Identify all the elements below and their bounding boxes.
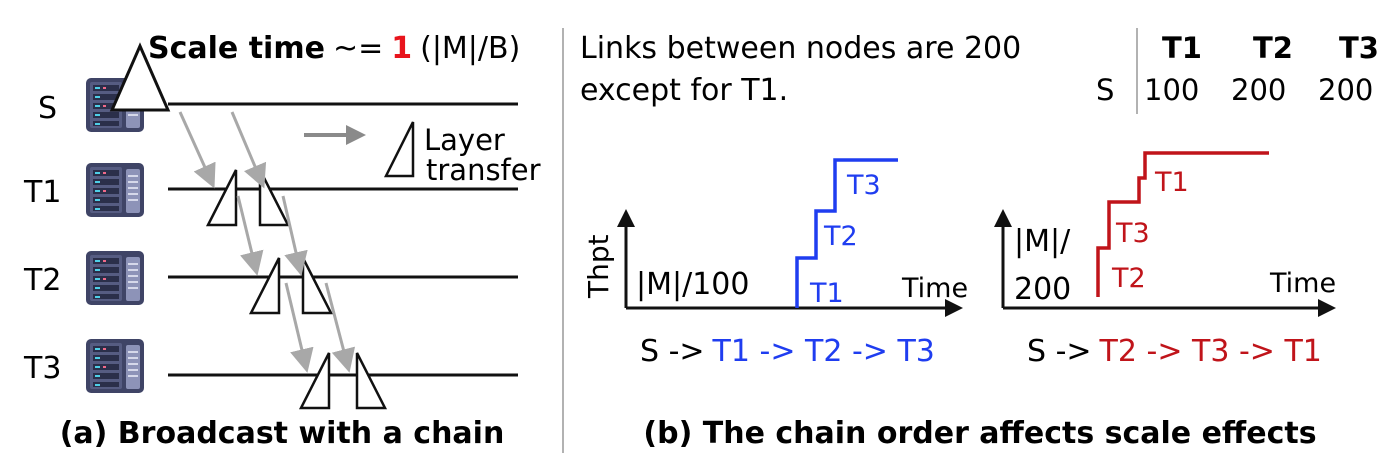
chart-right: Time |M|/ 200 T2 T3 T1 S ->T2 -> T3 -> T… — [994, 151, 1336, 369]
layer-triangle — [258, 169, 291, 227]
caption-b: (b) The chain order affects scale effect… — [643, 416, 1316, 451]
chart-left-ylabel: Thpt — [582, 234, 615, 299]
link-table-header: T1 — [1162, 31, 1202, 65]
chart-left-step-label: T2 — [823, 221, 858, 252]
scale-time-text: Scale time~=1(|M|/B) — [148, 31, 520, 66]
layer-triangle — [248, 257, 281, 315]
transfer-arrow — [230, 111, 267, 189]
server-icon-t3 — [86, 339, 144, 393]
scale-time-approx: ~= — [333, 31, 383, 66]
chart-left-order: S ->T1 -> T2 -> T3 — [640, 334, 935, 369]
transfer-arrow — [324, 282, 356, 373]
legend-layer-triangle — [383, 121, 415, 178]
server-icon-t2 — [86, 251, 144, 305]
node-label-t1: T1 — [23, 175, 61, 210]
chart-right-order-chain: T2 -> T3 -> T1 — [1099, 334, 1322, 369]
links-note-line1: Links between nodes are 200 — [580, 31, 1021, 66]
chart-left-order-prefix: S -> — [640, 334, 705, 369]
scale-time-unit: (|M|/B) — [420, 31, 520, 66]
chart-right-order-prefix: S -> — [1027, 334, 1092, 369]
chart-right-base-label-2: 200 — [1014, 272, 1071, 307]
chart-left-step-line — [795, 158, 898, 308]
caption-a: (a) Broadcast with a chain — [60, 416, 505, 451]
chart-right-order: S ->T2 -> T3 -> T1 — [1027, 334, 1322, 369]
model-triangle-s — [109, 42, 171, 112]
link-table-row-label: S — [1096, 73, 1114, 107]
scale-time-value: 1 — [391, 31, 412, 66]
transfer-arrow — [281, 195, 308, 276]
chart-right-base-label-1: |M|/ — [1014, 224, 1071, 259]
transfer-arrow — [178, 111, 216, 189]
layer-triangle — [301, 257, 334, 315]
node-label-t2: T2 — [23, 263, 61, 298]
link-table-cell: 200 — [1231, 73, 1286, 107]
link-table-header: T2 — [1253, 31, 1293, 65]
chart-right-step-label: T2 — [1111, 263, 1146, 294]
chart-left-order-chain: T1 -> T2 -> T3 — [712, 334, 935, 369]
server-icon-t1 — [86, 163, 144, 217]
links-note-line2: except for T1. — [580, 73, 788, 108]
chart-left-step-label: T3 — [846, 170, 881, 201]
link-table-cell: 100 — [1144, 73, 1199, 107]
transfer-arrow — [236, 195, 264, 276]
layer-triangle — [205, 169, 238, 227]
legend-line2: transfer — [426, 153, 541, 187]
scale-time-bold: Scale time — [148, 31, 325, 66]
link-table-header: T3 — [1339, 31, 1379, 65]
chart-left-step-label: T1 — [809, 278, 844, 309]
legend-line1: Layer — [424, 123, 505, 157]
chart-right-step-label: T3 — [1115, 218, 1150, 249]
chart-left-xlabel: Time — [901, 273, 968, 304]
transfer-arrow — [284, 282, 314, 373]
chart-left: Thpt Time |M|/100 T1 T2 T3 S ->T1 -> T2 … — [582, 158, 968, 369]
chart-left-base-label: |M|/100 — [636, 267, 749, 302]
chart-right-step-label: T1 — [1154, 167, 1189, 198]
node-label-t3: T3 — [23, 351, 61, 386]
layer-triangle — [355, 352, 388, 410]
node-label-s: S — [38, 91, 57, 126]
chart-right-xlabel: Time — [1269, 268, 1336, 299]
layer-triangle — [298, 352, 331, 410]
chart-right-step-line — [1096, 151, 1269, 297]
link-table-cell: 200 — [1318, 73, 1373, 107]
